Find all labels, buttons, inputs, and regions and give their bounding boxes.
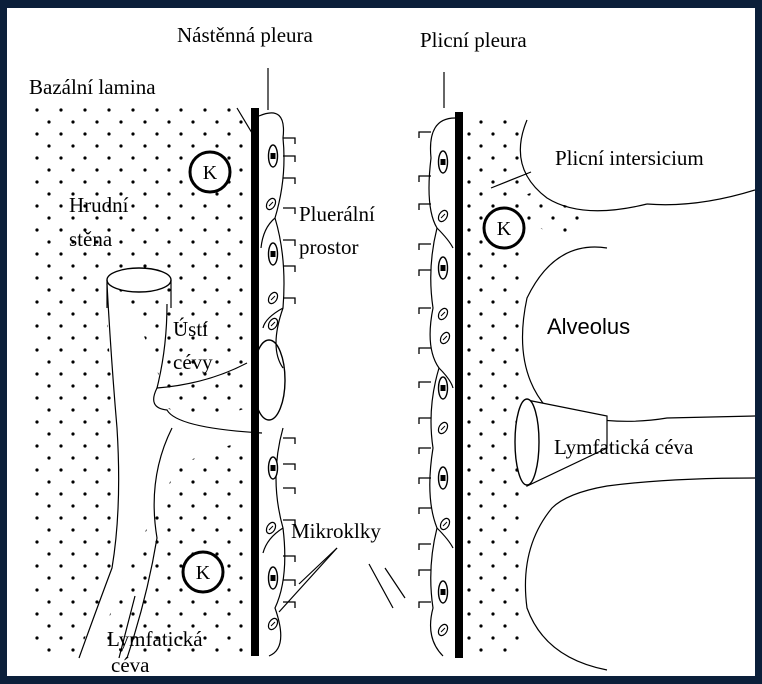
chest-wall-label-line1: Hrudní [69, 193, 129, 217]
pleural-space-label-line2: prostor [299, 235, 359, 259]
lymphatic-vessel-right-label: Lymfatická céva [554, 435, 694, 459]
lymphatic-vessel-left-label-line1: Lymfatická [107, 627, 203, 651]
parietal-pleura-label: Nástěnná pleura [177, 23, 314, 47]
capillary-marker: K [190, 152, 230, 192]
capillary-label: K [497, 218, 512, 240]
lung-interstitium-label: Plicní intersicium [555, 146, 704, 170]
alveoli [520, 120, 755, 670]
diagram-frame: K K K Nástěnná pleura Plicní pleura Bazá… [7, 8, 755, 676]
capillary-label: K [196, 562, 211, 584]
alveolus-label: Alveolus [547, 314, 630, 339]
basal-lamina-label: Bazální lamina [29, 75, 156, 99]
microvilli-label: Mikroklky [291, 519, 381, 543]
chest-wall-label-line2: stěna [69, 227, 113, 251]
vessel-mouth-label-line2: cévy [173, 350, 213, 374]
pleura-diagram: K K K Nástěnná pleura Plicní pleura Bazá… [7, 8, 755, 676]
lymphatic-vessel-left-label-line2: céva [111, 653, 150, 676]
visceral-pleura-membrane [419, 112, 459, 658]
capillary-marker: K [183, 552, 223, 592]
visceral-pleura-label: Plicní pleura [420, 28, 527, 52]
vessel-mouth-label-line1: Ústí [173, 317, 208, 341]
capillary-label: K [203, 162, 218, 184]
pleural-space-label-line1: Pluerální [299, 202, 375, 226]
capillary-marker: K [484, 208, 524, 248]
